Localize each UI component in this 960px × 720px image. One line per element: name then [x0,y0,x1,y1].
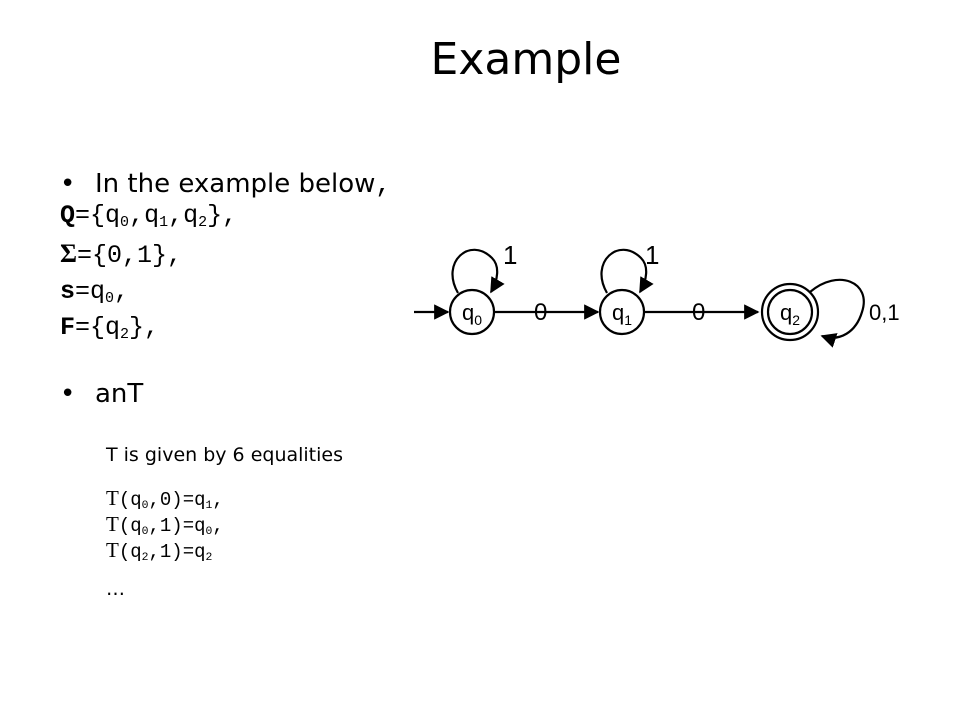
equalities-ellipsis: … [106,578,125,600]
transition-label-q2-loop: 0,1 [869,300,900,325]
transition-label-q1-q2: 0 [692,299,705,326]
state-q1 [598,288,646,336]
state-label-q0: q0 [462,300,482,328]
bullet-dot: • [60,379,76,409]
self-loop-q1 [600,248,654,294]
slide-title: Example [430,34,622,85]
set-sigma-definition: Σ={0,1}, [60,239,183,270]
bullet-intro-text: In the example below [95,169,376,199]
state-label-q2: q2 [780,300,800,328]
transition-label-q0-q1: 0 [534,299,547,326]
state-q0 [448,288,496,336]
bullet-intro-comma: , [375,170,392,200]
set-s-definition: s=q0, [60,277,130,307]
equality-line-1: T(q0,0)=q1, [106,486,224,512]
self-loop-q0 [451,248,505,294]
equality-line-3: T(q2,1)=q2 [106,538,213,564]
bullet-ant: • anT [60,378,144,410]
state-label-q1: q1 [612,300,632,328]
equality-line-2: T(q0,1)=q0, [106,512,224,538]
bullet-intro: • In the example below, [60,168,392,201]
transition-label-q1-loop: 1 [645,240,659,270]
set-f-definition: F={q2}, [60,313,160,343]
self-loop-q2 [809,278,865,348]
bullet-ant-text: anT [95,379,144,409]
set-q-definition: Q={q0,q1,q2}, [60,201,238,231]
transition-label-q0-loop: 1 [503,240,517,270]
bullet-dot: • [60,169,76,199]
state-q2 [766,288,814,336]
equalities-intro: T is given by 6 equalities [106,444,343,466]
